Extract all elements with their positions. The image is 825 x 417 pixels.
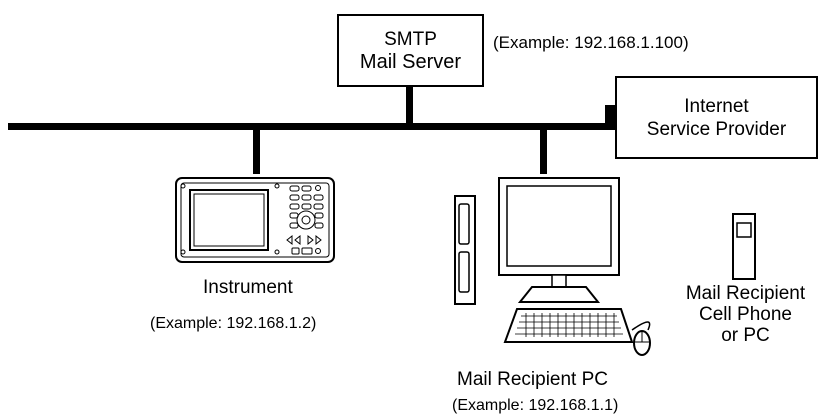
instrument-example-ip: (Example: 192.168.1.2) xyxy=(150,315,317,332)
instrument-label: Instrument xyxy=(203,277,293,298)
mail-recipient-pc-label: Mail Recipient PC xyxy=(457,369,608,390)
smtp-connector xyxy=(406,85,413,125)
smtp-server-example-ip: (Example: 192.168.1.100) xyxy=(493,33,689,52)
isp-connector xyxy=(605,105,615,125)
internet-service-provider-box: Internet Service Provider xyxy=(615,76,818,159)
keyboard-keys xyxy=(515,313,623,337)
network-bus-line xyxy=(8,123,816,130)
cell-phone-icon xyxy=(732,213,756,280)
mail-recipient-phone-label: Mail Recipient Cell Phone or PC xyxy=(683,283,808,346)
mouse-cable xyxy=(631,321,651,331)
instrument-connector xyxy=(253,128,260,174)
smtp-server-subtitle: Mail Server xyxy=(359,50,462,73)
isp-line2: Service Provider xyxy=(646,118,787,140)
pc-connector xyxy=(540,128,547,174)
mail-recipient-pc-example-ip: (Example: 192.168.1.1) xyxy=(452,397,619,414)
desktop-pc-icon xyxy=(454,177,651,356)
phone-label-line1: Mail Recipient xyxy=(685,283,806,304)
smtp-mail-server-box: SMTP Mail Server xyxy=(337,14,484,87)
smtp-server-title: SMTP xyxy=(384,28,437,50)
phone-label-line2: Cell Phone xyxy=(699,304,792,325)
isp-line1: Internet xyxy=(684,95,749,117)
phone-label-line3: or PC xyxy=(721,325,770,346)
instrument-icon xyxy=(175,177,335,263)
